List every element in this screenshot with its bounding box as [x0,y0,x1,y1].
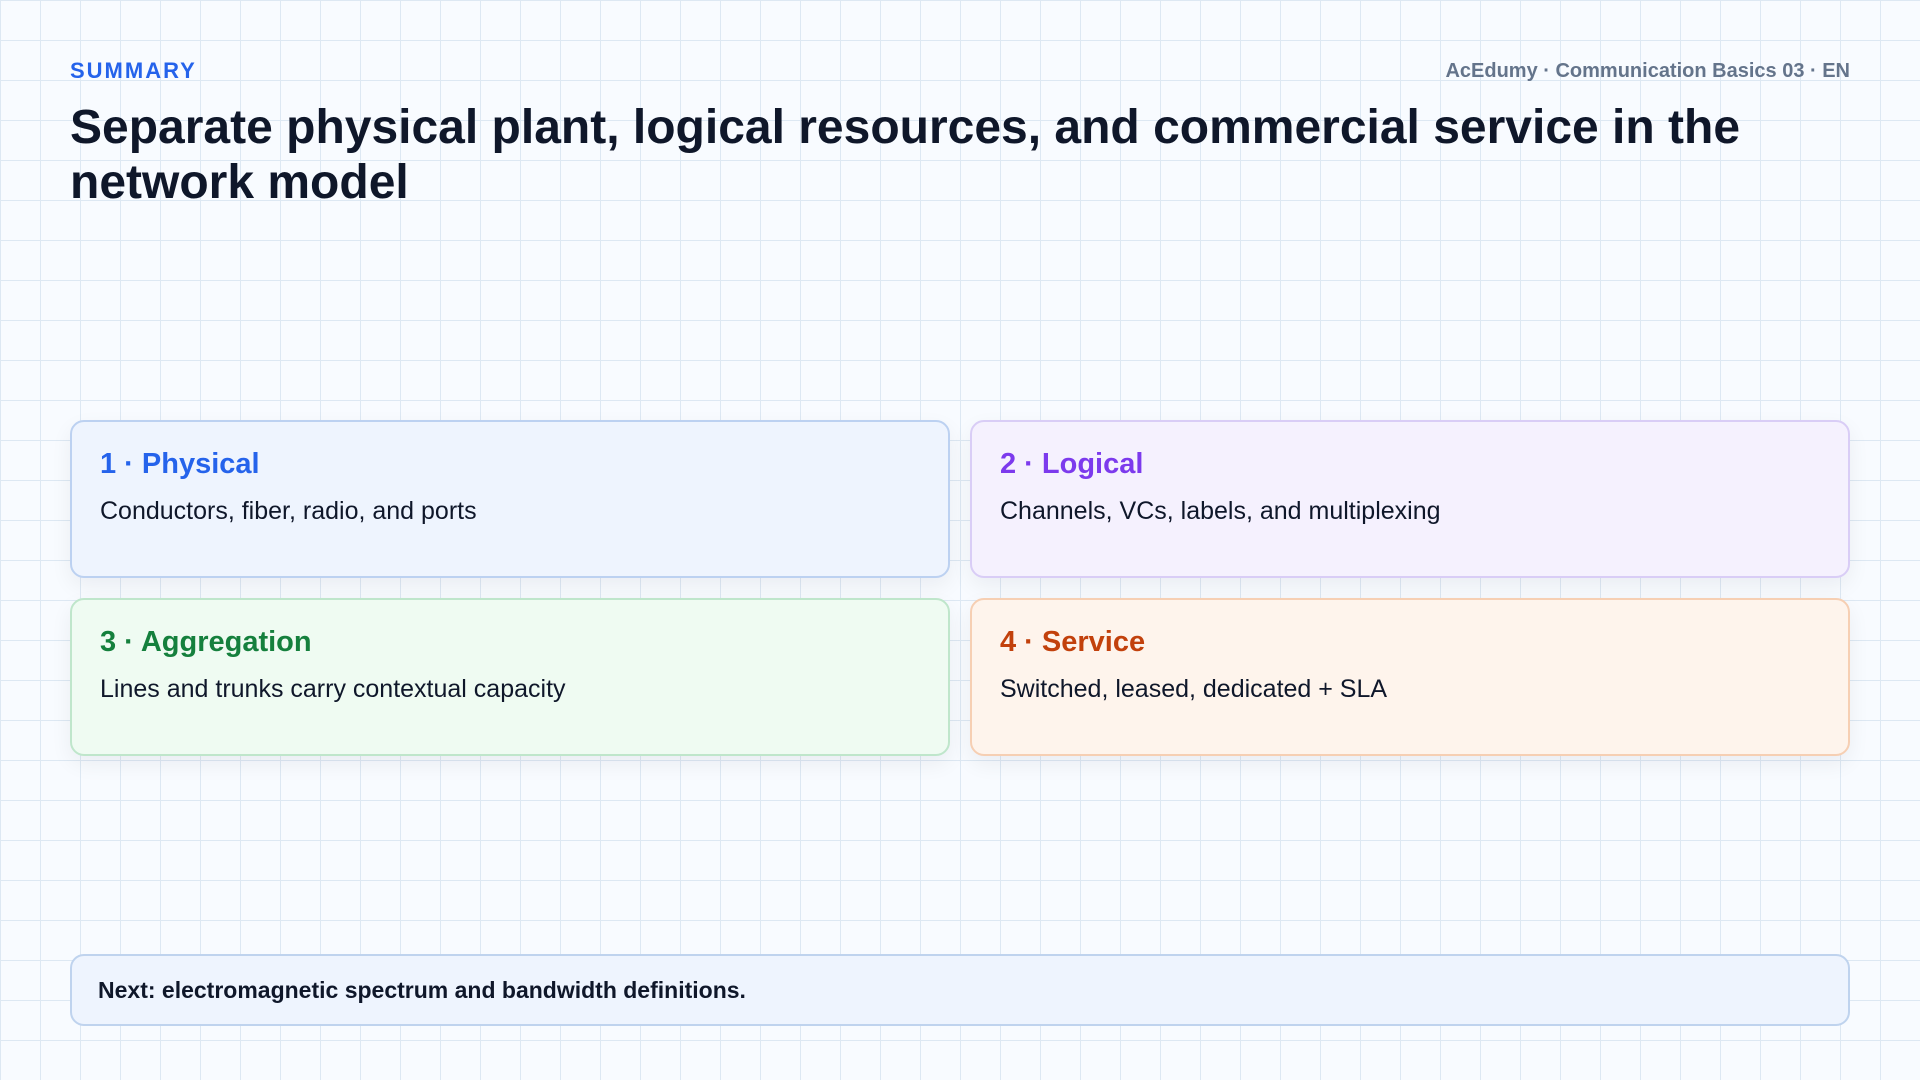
card-description: Channels, VCs, labels, and multiplexing [1000,497,1441,525]
section-label: SUMMARY [70,58,197,83]
card-title: 2 · Logical [1000,448,1144,480]
card-title: 3 · Aggregation [100,626,312,658]
card-description: Lines and trunks carry contextual capaci… [100,675,566,703]
card-aggregation: 3 · Aggregation Lines and trunks carry c… [70,598,950,756]
card-physical: 1 · Physical Conductors, fiber, radio, a… [70,420,950,578]
card-service: 4 · Service Switched, leased, dedicated … [970,598,1850,756]
card-title: 1 · Physical [100,448,260,480]
next-topic-banner: Next: electromagnetic spectrum and bandw… [70,954,1850,1026]
next-topic-text: Next: electromagnetic spectrum and bandw… [98,976,746,1003]
course-breadcrumb: AcEdumy · Communication Basics 03 · EN [1445,60,1850,82]
card-logical: 2 · Logical Channels, VCs, labels, and m… [970,420,1850,578]
card-description: Conductors, fiber, radio, and ports [100,497,477,525]
card-description: Switched, leased, dedicated + SLA [1000,675,1388,703]
summary-card-grid: 1 · Physical Conductors, fiber, radio, a… [70,420,1850,756]
card-title: 4 · Service [1000,626,1146,658]
page-title: Separate physical plant, logical resourc… [70,101,1741,209]
